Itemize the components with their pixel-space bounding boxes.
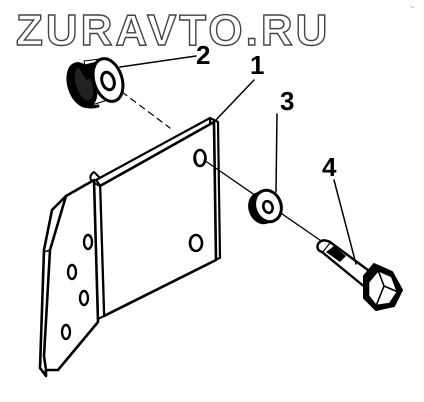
leader-line-1 xyxy=(213,79,255,123)
flange-hole-3 xyxy=(78,289,90,307)
leader-line-3 xyxy=(275,113,278,193)
flange-hole-1 xyxy=(82,233,94,251)
leader-line-4 xyxy=(333,179,357,265)
flange-hole-2 xyxy=(66,263,78,281)
callout-2: 2 xyxy=(196,40,210,70)
part-2-bushing xyxy=(66,57,125,109)
flange-hole-4 xyxy=(60,323,72,341)
leader-line-2 xyxy=(119,55,197,68)
callout-1: 1 xyxy=(250,50,264,80)
corner-mark: ~ xyxy=(410,3,415,12)
part-4-bolt xyxy=(316,239,403,311)
callout-4: 4 xyxy=(322,152,337,182)
part-3-washer xyxy=(248,188,283,225)
callout-3: 3 xyxy=(280,86,294,116)
assembly-line-dashed xyxy=(121,91,171,129)
watermark-text: ZURAVTO.RU xyxy=(16,6,330,55)
part-1-bracket xyxy=(38,116,222,378)
